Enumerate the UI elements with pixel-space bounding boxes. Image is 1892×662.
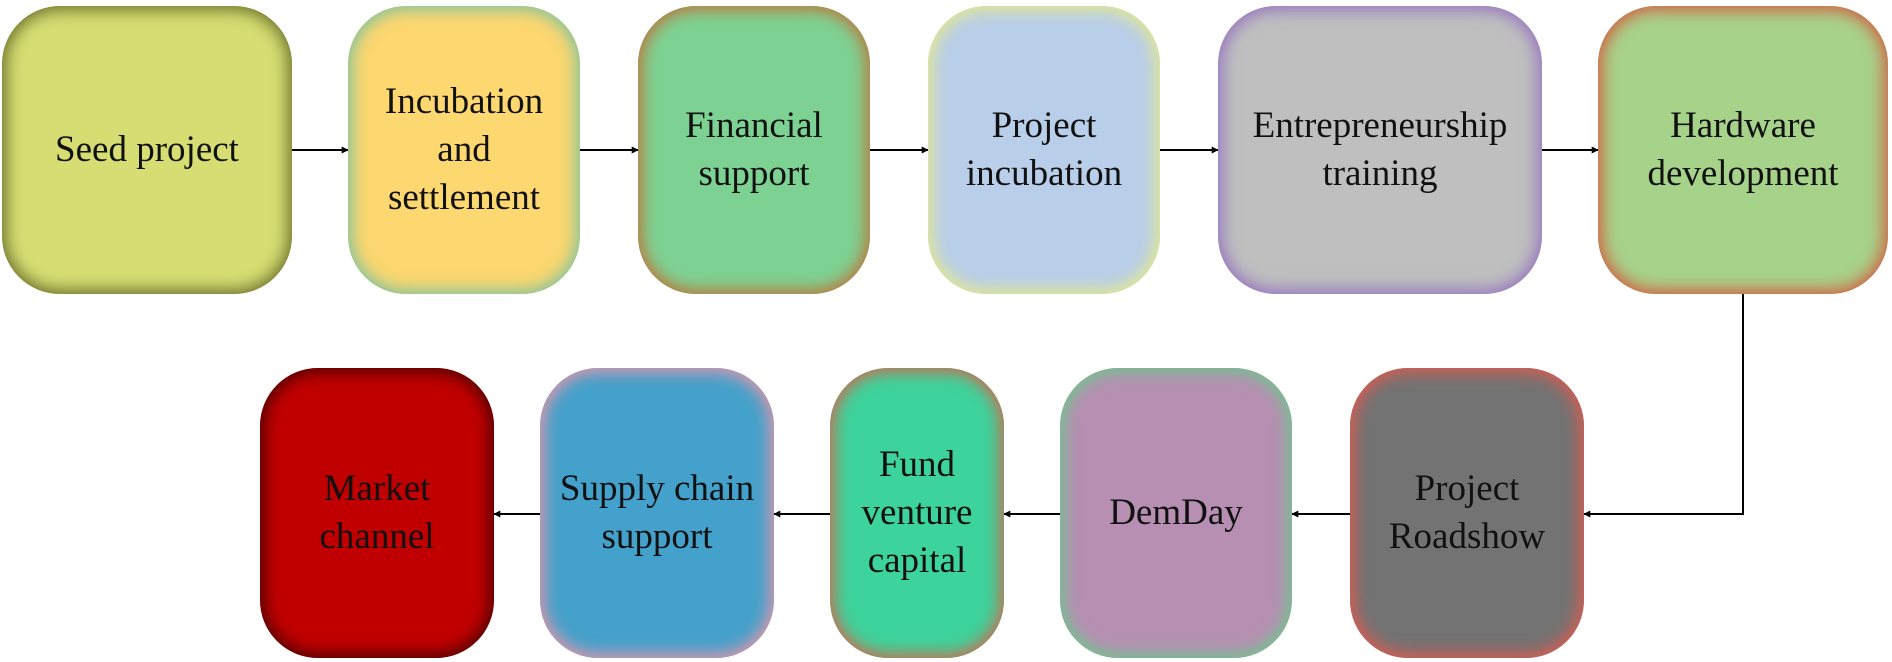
node-label: Market channel bbox=[319, 467, 435, 557]
node-label: Incubation and settlement bbox=[384, 80, 544, 219]
node-label: Project Roadshow bbox=[1388, 467, 1546, 557]
node-label: Fund venture capital bbox=[861, 443, 973, 582]
node-hardware-development: Hardware development bbox=[1598, 6, 1888, 294]
node-label: Supply chain support bbox=[559, 467, 755, 557]
node-seed-project: Seed project bbox=[2, 6, 292, 294]
node-demday: DemDay bbox=[1060, 368, 1292, 658]
node-market-channel: Market channel bbox=[260, 368, 494, 658]
node-supply-chain-support: Supply chain support bbox=[540, 368, 774, 658]
node-entrepreneurship-training: Entrepreneurship training bbox=[1218, 6, 1542, 294]
arrow-hardware-to-roadshow bbox=[1583, 294, 1744, 518]
node-financial-support: Financial support bbox=[638, 6, 870, 294]
node-project-roadshow: Project Roadshow bbox=[1350, 368, 1584, 658]
node-project-incubation: Project incubation bbox=[928, 6, 1160, 294]
node-label: Hardware development bbox=[1647, 104, 1839, 194]
node-label: Financial support bbox=[685, 104, 823, 194]
node-fund-venture-capital: Fund venture capital bbox=[830, 368, 1004, 658]
node-label: DemDay bbox=[1109, 491, 1243, 533]
node-label: Project incubation bbox=[965, 104, 1123, 194]
node-label: Entrepreneurship training bbox=[1252, 104, 1508, 194]
node-incubation-settlement: Incubation and settlement bbox=[348, 6, 580, 294]
node-label: Seed project bbox=[55, 128, 239, 170]
